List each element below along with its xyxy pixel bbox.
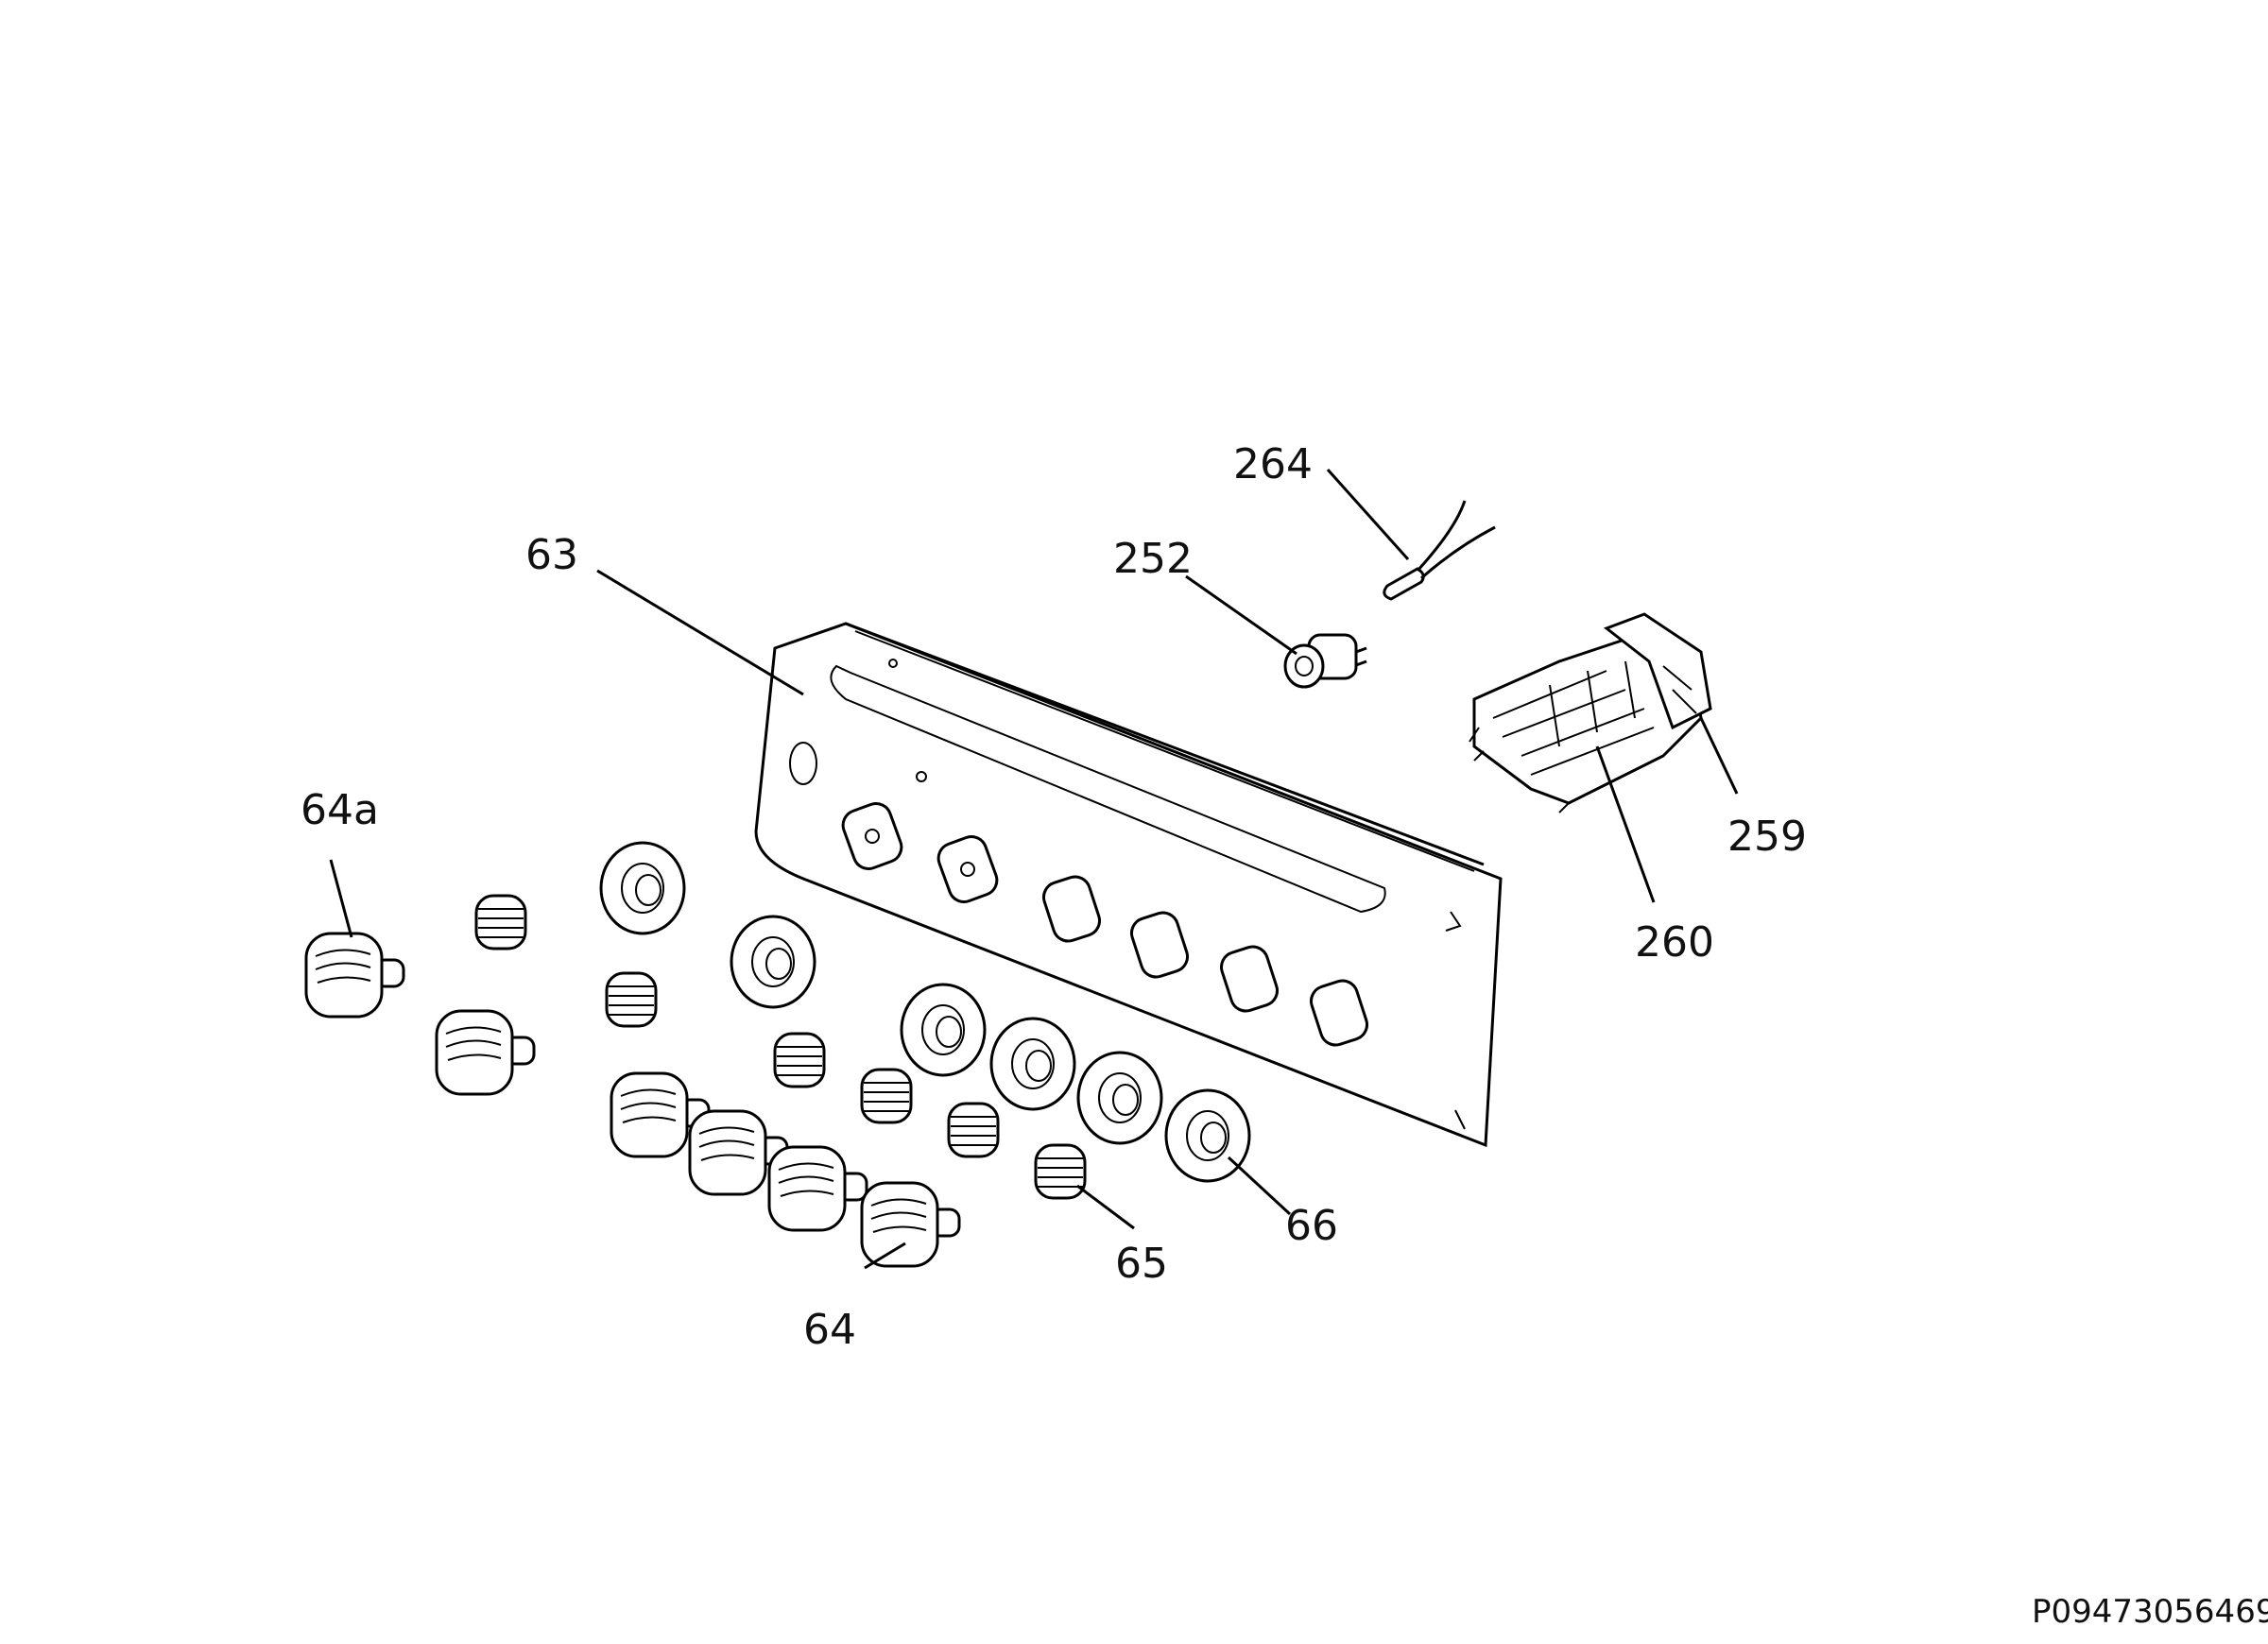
knobs	[304, 932, 961, 1268]
callout-64: 64	[803, 1306, 856, 1354]
switch-assembly	[1469, 612, 1712, 813]
callout-260: 260	[1635, 918, 1714, 967]
callout-259: 259	[1727, 813, 1807, 861]
callout-66: 66	[1285, 1202, 1338, 1250]
callout-labels: 63 64a 64 65 66 252 264 259 260 P0947305…	[301, 440, 2268, 1631]
wire-sensor	[1383, 500, 1496, 601]
leader-lines	[329, 468, 1739, 1270]
callout-65: 65	[1115, 1240, 1168, 1288]
callout-64a: 64a	[301, 786, 379, 834]
drawing-code: P09473056469	[2032, 1593, 2268, 1631]
springs	[474, 894, 1087, 1200]
indicator-lamp	[1283, 633, 1367, 689]
bezels	[599, 841, 1251, 1183]
callout-252: 252	[1113, 535, 1193, 583]
callout-63: 63	[525, 531, 578, 579]
callout-264: 264	[1233, 440, 1313, 488]
control-panel	[754, 622, 1503, 1148]
panel-openings	[841, 802, 1369, 1047]
